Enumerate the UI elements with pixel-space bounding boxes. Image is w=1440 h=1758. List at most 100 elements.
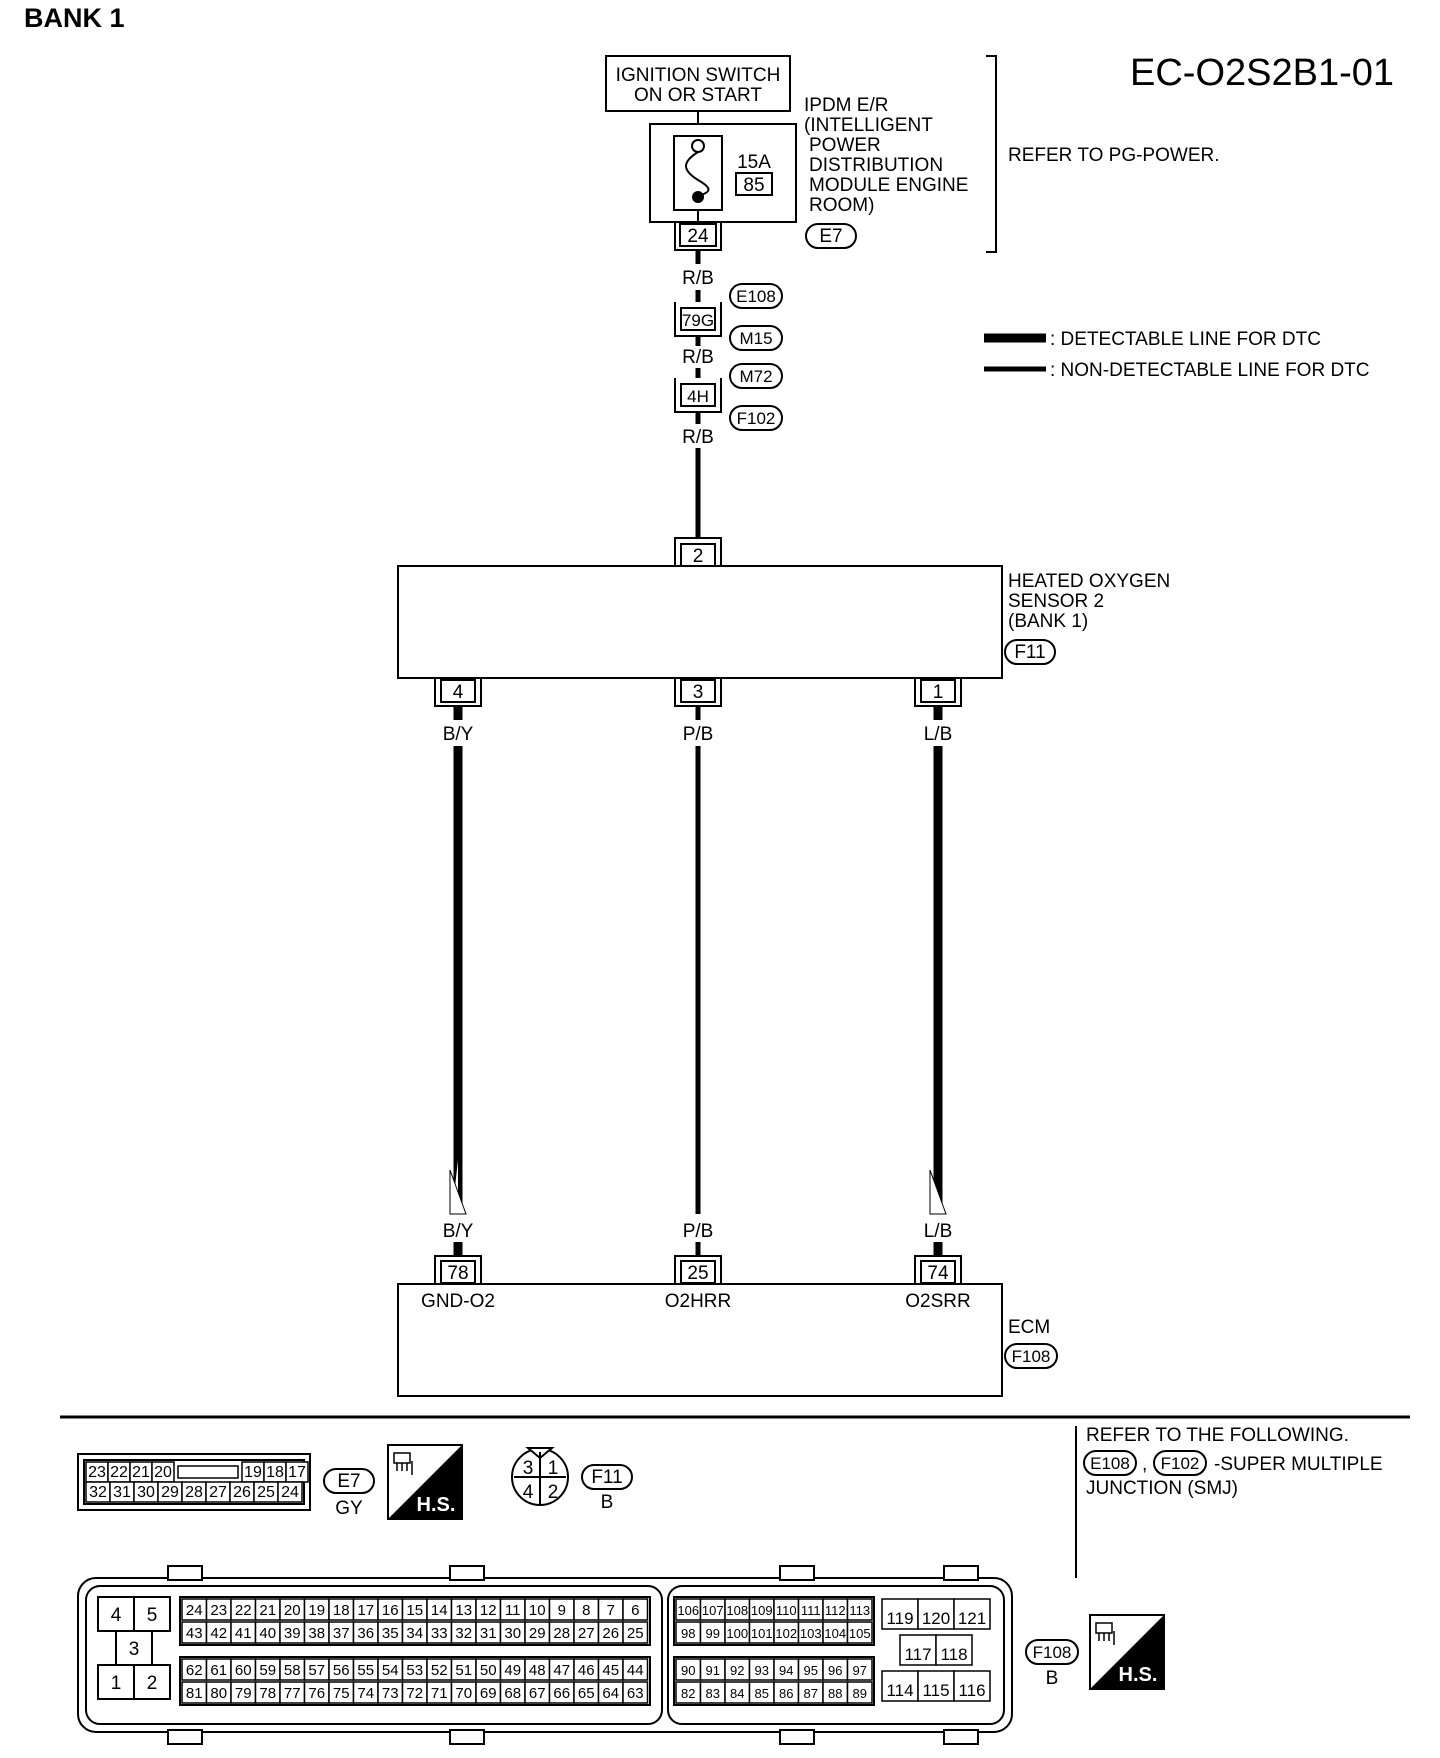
pin-label: 61 (210, 1662, 227, 1679)
pin-label: 91 (706, 1663, 720, 1678)
ipdm-label: IPDM E/R (INTELLIGENT POWER DISTRIBUTION… (804, 95, 968, 216)
pin-label: 58 (284, 1662, 301, 1679)
pin-label: 112 (825, 1603, 846, 1618)
f11-color: B (601, 1492, 614, 1513)
pin-label: 111 (801, 1603, 821, 1618)
pin-label: 48 (529, 1662, 546, 1679)
ecm-pin: 4 (111, 1605, 122, 1626)
refer-following-title: REFER TO THE FOLLOWING. (1086, 1425, 1349, 1446)
pin-label: 29 (529, 1625, 546, 1642)
pin-cell (622, 1598, 649, 1621)
ignition-label-line2: ON OR START (634, 85, 762, 106)
ecm-pin: 2 (147, 1673, 158, 1694)
pin-cell (622, 1658, 649, 1681)
pin-label: 49 (504, 1662, 521, 1679)
connector-m15-label: M15 (739, 329, 772, 348)
ipdm-label-line: MODULE ENGINE (809, 175, 968, 196)
diagram-id: EC-O2S2B1-01 (1130, 52, 1394, 94)
f11-footer-label: F11 (591, 1467, 622, 1488)
sensor-terminal-1: 1 (914, 678, 962, 707)
pin-label: 113 (849, 1603, 870, 1618)
refer-text-line2: JUNCTION (SMJ) (1086, 1478, 1238, 1499)
hs-icon: H.S. (1089, 1614, 1165, 1690)
pin-label: 26 (602, 1625, 619, 1642)
pin-label: 13 (455, 1602, 472, 1619)
pin-label: 107 (702, 1603, 724, 1618)
pin-label: 83 (706, 1686, 720, 1701)
ecm-box (397, 1283, 1003, 1397)
ecm-terminal-label: 74 (927, 1263, 949, 1284)
ecm-terminal-74: 74 (914, 1255, 962, 1284)
pin-label: 70 (455, 1685, 472, 1702)
pin-label: 41 (235, 1625, 252, 1642)
pin-label: 88 (828, 1686, 842, 1701)
pin-label: 93 (755, 1663, 769, 1678)
pin-label: 73 (382, 1685, 399, 1702)
sensor-terminal-label: 1 (933, 682, 944, 703)
pin-label: 98 (681, 1626, 695, 1641)
ecm-terminal-78: 78 (434, 1255, 482, 1284)
pin-label: 99 (706, 1626, 720, 1641)
joint-79g-label: 79G (682, 311, 714, 330)
pin-label: 37 (333, 1625, 350, 1642)
pin-label: 38 (308, 1625, 325, 1642)
pin-label: 15 (406, 1602, 423, 1619)
pin-label: 31 (113, 1484, 131, 1501)
sensor-label-line: SENSOR 2 (1008, 591, 1104, 612)
pin-label: 35 (382, 1625, 399, 1642)
pin-label: 100 (726, 1626, 748, 1641)
pin-label: 47 (553, 1662, 570, 1679)
ipdm-label-line: IPDM E/R (804, 95, 888, 116)
pin-label: 17 (357, 1602, 374, 1619)
pin-label: 71 (431, 1685, 448, 1702)
ipdm-label-line: POWER (809, 135, 881, 156)
pin-label: 29 (161, 1484, 179, 1501)
pin-label: 25 (257, 1484, 275, 1501)
pin-label: 115 (922, 1681, 949, 1700)
pin-label: 24 (281, 1484, 299, 1501)
ignition-label-line1: IGNITION SWITCH (616, 65, 781, 86)
sensor-label-line: (BANK 1) (1008, 611, 1088, 632)
ipdm-terminal-24: 24 (674, 222, 722, 251)
pin-label: 84 (730, 1686, 744, 1701)
connector-m15: M15 (729, 325, 783, 351)
pin-label: 11 (505, 1602, 521, 1619)
pin-label: 14 (431, 1602, 448, 1619)
ecm-pin: 1 (111, 1673, 122, 1694)
f11-pin: 3 (523, 1458, 534, 1479)
pin-label: 16 (382, 1602, 399, 1619)
pin-label: 30 (137, 1484, 155, 1501)
bank-label: BANK 1 (24, 3, 125, 33)
pin-label: 26 (233, 1484, 251, 1501)
wire-color-lb-bottom: L/B (924, 1221, 953, 1242)
pin-label: 92 (730, 1663, 744, 1678)
pin-cell (899, 1634, 937, 1666)
refer-text-line1: -SUPER MULTIPLE (1214, 1454, 1383, 1475)
pin-cell (622, 1681, 649, 1704)
pin-label: 89 (853, 1686, 867, 1701)
pin-label: 32 (455, 1625, 472, 1642)
f11-pin: 1 (548, 1458, 559, 1479)
pin-label: 66 (553, 1685, 570, 1702)
pin-label: 33 (431, 1625, 448, 1642)
connector-e7: E7 (805, 223, 857, 249)
joint-4h: 4H (674, 378, 722, 413)
pin-label: 46 (578, 1662, 595, 1679)
pin-label: 21 (259, 1602, 276, 1619)
pin-cell (846, 1598, 873, 1621)
pin-label: 7 (607, 1602, 615, 1619)
pin-label: 32 (89, 1484, 107, 1501)
pin-label: 87 (804, 1686, 818, 1701)
pin-label: 43 (186, 1625, 203, 1642)
pin-cell (622, 1621, 649, 1644)
connector-f108-label: F108 (1012, 1347, 1051, 1366)
pin-label: 60 (235, 1662, 252, 1679)
ecm-pin: 3 (129, 1639, 140, 1660)
ipdm-label-line: ROOM) (809, 195, 874, 216)
e7-color: GY (335, 1498, 363, 1519)
refer-f102: F102 (1153, 1450, 1207, 1476)
pin-label: 18 (266, 1464, 284, 1481)
pin-label: 22 (235, 1602, 252, 1619)
pin-label: 69 (480, 1685, 497, 1702)
